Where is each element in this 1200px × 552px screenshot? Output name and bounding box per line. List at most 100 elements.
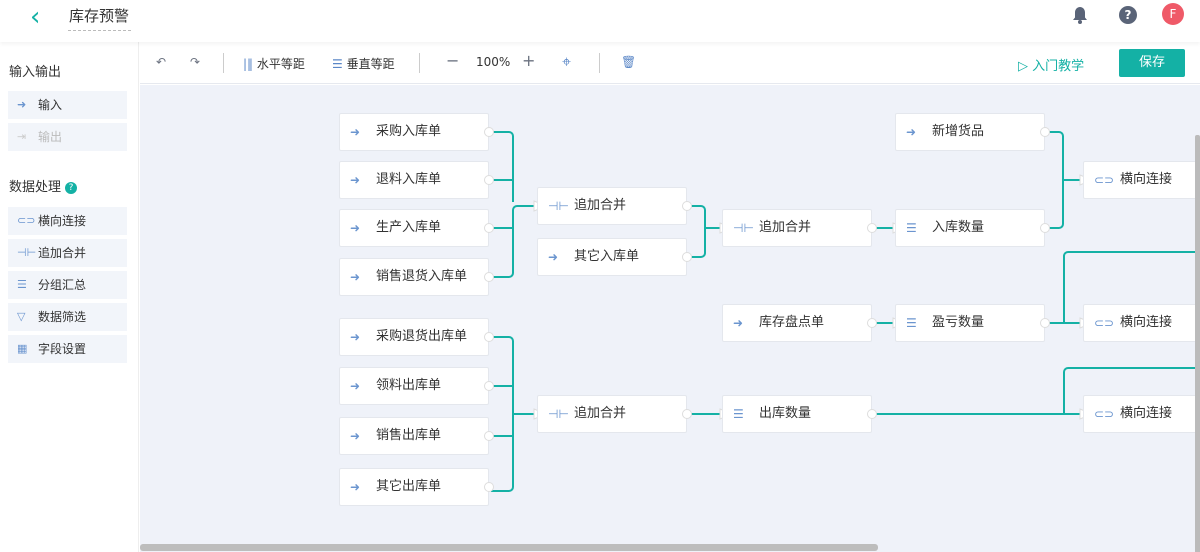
h-spacing-label: 水平等距 bbox=[256, 57, 305, 71]
sidebar-item-label: 横向连接 bbox=[38, 214, 87, 228]
horizontal-scrollbar[interactable] bbox=[140, 544, 878, 551]
input-icon: ➜ bbox=[906, 125, 917, 139]
sidebar-item-label: 数据筛选 bbox=[38, 310, 87, 324]
flow-node[interactable]: ⊂⊃横向连接 bbox=[1083, 161, 1200, 199]
trash-icon[interactable]: 🗑 bbox=[621, 55, 637, 69]
help-icon[interactable]: ? bbox=[1119, 6, 1137, 24]
back-icon[interactable]: ‹ bbox=[30, 2, 41, 32]
output-port[interactable] bbox=[484, 272, 494, 282]
node-label: 生产入库单 bbox=[376, 220, 442, 235]
input-icon: ➜ bbox=[350, 173, 361, 187]
flow-node[interactable]: ➜其它出库单 bbox=[339, 468, 494, 506]
flow-node[interactable]: ⊣⊢追加合并 bbox=[722, 209, 877, 247]
output-port[interactable] bbox=[484, 482, 494, 492]
vertical-scrollbar[interactable] bbox=[1195, 135, 1200, 552]
sidebar-item-link[interactable]: ⊂⊃横向连接 bbox=[8, 207, 127, 235]
output-port[interactable] bbox=[1040, 318, 1050, 328]
zoom-in-icon[interactable]: + bbox=[522, 51, 536, 70]
zoom-out-icon[interactable]: − bbox=[446, 51, 460, 70]
node-label: 采购入库单 bbox=[376, 124, 442, 139]
horizontal-spacing-button[interactable]: |‖ 水平等距 bbox=[243, 55, 305, 72]
output-port[interactable] bbox=[1040, 223, 1050, 233]
flow-node[interactable]: ⊂⊃横向连接 bbox=[1083, 395, 1200, 433]
input-icon: ➜ bbox=[350, 221, 361, 235]
sidebar-item-label: 追加合并 bbox=[38, 246, 87, 260]
output-port[interactable] bbox=[484, 381, 494, 391]
output-port[interactable] bbox=[867, 223, 877, 233]
page-title[interactable]: 库存预警 bbox=[68, 5, 132, 31]
sidebar-item-merge[interactable]: ⊣⊢追加合并 bbox=[8, 239, 127, 267]
sidebar-item-label: 字段设置 bbox=[38, 342, 87, 356]
flow-node[interactable]: ➜退料入库单 bbox=[339, 161, 494, 199]
sidebar-item-output: ⇥ 输出 bbox=[8, 123, 127, 151]
flow-node[interactable]: ⊂⊃横向连接 bbox=[1083, 304, 1200, 342]
avatar[interactable]: F bbox=[1162, 3, 1184, 25]
locate-icon[interactable]: ⌖ bbox=[562, 52, 572, 71]
help-icon[interactable]: ? bbox=[65, 182, 78, 194]
output-port[interactable] bbox=[867, 409, 877, 419]
node-label: 库存盘点单 bbox=[759, 315, 825, 330]
flow-canvas[interactable]: ➜采购入库单➜退料入库单➜生产入库单➜销售退货入库单➜采购退货出库单➜领料出库单… bbox=[140, 85, 1200, 552]
sidebar-item-group[interactable]: ☰分组汇总 bbox=[8, 271, 127, 299]
node-label: 追加合并 bbox=[574, 198, 627, 213]
input-icon: ➜ bbox=[350, 429, 361, 443]
flow-node[interactable]: ☰入库数量 bbox=[895, 209, 1050, 247]
output-port[interactable] bbox=[867, 318, 877, 328]
flow-node[interactable]: ⊣⊢追加合并 bbox=[537, 187, 692, 225]
sidebar-item-filter[interactable]: ▽ 数据筛选 bbox=[8, 303, 127, 331]
node-label: 横向连接 bbox=[1120, 406, 1173, 421]
table-icon: ▦ bbox=[17, 342, 28, 355]
v-spacing-label: 垂直等距 bbox=[346, 57, 395, 71]
node-label: 横向连接 bbox=[1120, 172, 1173, 187]
flow-node[interactable]: ➜ 新增货品 bbox=[895, 113, 1050, 151]
node-label: 追加合并 bbox=[759, 220, 812, 235]
flow-node[interactable]: ➜领料出库单 bbox=[339, 367, 494, 405]
output-port[interactable] bbox=[484, 127, 494, 137]
flow-node[interactable]: ➜销售退货入库单 bbox=[339, 258, 494, 296]
sidebar: 输入输出 ➜输入 ⇥ 输出 数据处理? ⊂⊃横向连接 ⊣⊢追加合并 ☰分组汇总 ▽… bbox=[0, 42, 139, 552]
sidebar-item-label: 输出 bbox=[38, 130, 63, 144]
flow-node[interactable]: ☰盈亏数量 bbox=[895, 304, 1050, 342]
sidebar-item-input[interactable]: ➜输入 bbox=[8, 91, 127, 119]
flow-node[interactable]: ➜销售出库单 bbox=[339, 417, 494, 455]
undo-icon[interactable]: ↶ bbox=[156, 55, 167, 69]
input-icon: ➜ bbox=[548, 250, 559, 264]
vertical-spacing-button[interactable]: ☰ 垂直等距 bbox=[332, 55, 395, 72]
section-proc-label: 数据处理 bbox=[9, 180, 62, 195]
sidebar-item-label: 分组汇总 bbox=[38, 278, 87, 292]
flow-node[interactable]: ➜采购退货出库单 bbox=[339, 318, 494, 356]
flow-node[interactable]: ⊣⊢追加合并 bbox=[537, 395, 692, 433]
output-port[interactable] bbox=[682, 252, 692, 262]
flow-node[interactable]: ➜ 生产入库单 bbox=[339, 209, 494, 247]
list-icon: ☰ bbox=[906, 221, 917, 235]
input-icon: ➜ bbox=[350, 270, 361, 284]
list-icon: ☰ bbox=[733, 407, 744, 421]
link-icon: ⊂⊃ bbox=[17, 214, 36, 227]
sidebar-item-fields[interactable]: ▦ 字段设置 bbox=[8, 335, 127, 363]
bell-icon[interactable] bbox=[1072, 6, 1088, 24]
output-port[interactable] bbox=[484, 223, 494, 233]
tutorial-label: 入门教学 bbox=[1032, 59, 1085, 74]
output-port[interactable] bbox=[484, 431, 494, 441]
output-icon: ⇥ bbox=[17, 130, 27, 143]
node-label: 新增货品 bbox=[932, 124, 985, 139]
output-port[interactable] bbox=[1040, 127, 1050, 137]
output-port[interactable] bbox=[484, 175, 494, 185]
flow-node[interactable]: ➜库存盘点单 bbox=[722, 304, 877, 342]
node-label: 追加合并 bbox=[574, 406, 627, 421]
flow-node[interactable]: ➜其它入库单 bbox=[537, 238, 692, 276]
save-button[interactable]: 保存 bbox=[1119, 49, 1185, 77]
output-port[interactable] bbox=[484, 332, 494, 342]
output-port[interactable] bbox=[682, 409, 692, 419]
flow-node[interactable]: ➜采购入库单 bbox=[339, 113, 494, 151]
flow-node[interactable]: ☰出库数量 bbox=[722, 395, 877, 433]
divider bbox=[223, 53, 224, 73]
redo-icon[interactable]: ↷ bbox=[190, 55, 201, 69]
sidebar-item-label: 输入 bbox=[38, 98, 63, 112]
node-label: 其它出库单 bbox=[376, 479, 442, 494]
output-port[interactable] bbox=[682, 201, 692, 211]
edge bbox=[491, 336, 514, 492]
filter-icon: ▽ bbox=[17, 310, 26, 323]
tutorial-link[interactable]: ▷ 入门教学 bbox=[1018, 55, 1084, 74]
input-icon: ➜ bbox=[350, 379, 361, 393]
